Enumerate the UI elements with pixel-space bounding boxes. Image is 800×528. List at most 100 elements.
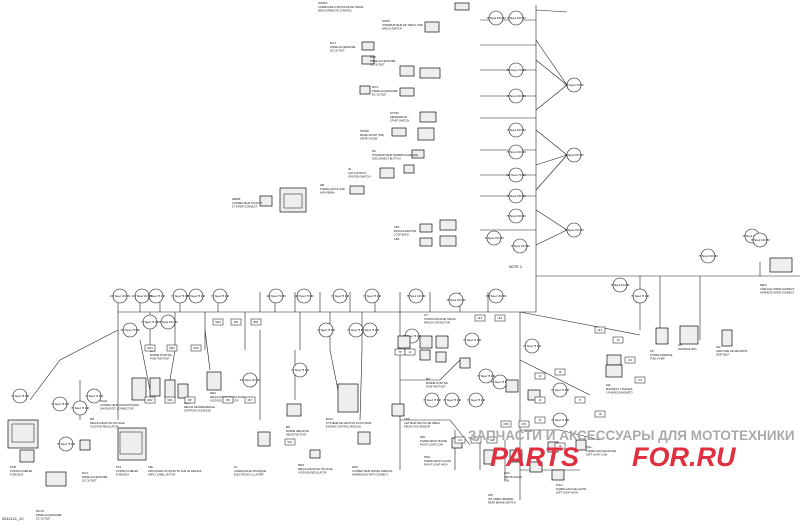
tape-marker: 75 Taped 200 MM <box>506 122 526 138</box>
tape-marker: 75 Taped 75 MM <box>171 288 189 304</box>
connector-glyph <box>361 41 375 51</box>
connector-glyph <box>359 85 371 95</box>
component-label-en: SEAT BELT <box>716 353 730 357</box>
component-code: PF1 <box>116 465 122 469</box>
tape-marker: 75 Taped 75 MM <box>147 288 165 304</box>
tape-marker: 75 Taped 75 MM <box>551 412 569 428</box>
node-box <box>594 326 606 334</box>
tape-label: 100 Taped 100 MM <box>132 295 152 298</box>
component-label-fr: INTERRUPTEUR DE TREUIL (SW) <box>382 23 423 27</box>
node-box <box>534 416 546 424</box>
connector-glyph <box>337 383 359 413</box>
node-marker: HL1 <box>594 326 606 334</box>
wire <box>400 419 471 446</box>
node-box <box>554 368 566 376</box>
tape-circle <box>566 77 582 93</box>
component-code: BS <box>426 377 430 381</box>
wire <box>535 154 568 166</box>
node-box <box>612 336 624 344</box>
component-label-en: HARNESS INTER CONNECT <box>760 291 795 295</box>
tape-circle <box>292 362 308 378</box>
component-code: DC3 <box>372 85 378 89</box>
component-label-en: RIGHT LIGHT LOW <box>420 443 444 447</box>
node-box <box>634 376 646 384</box>
node-box <box>500 420 512 428</box>
component-label-en: LOOP BACK <box>394 233 409 237</box>
node-marker: J9 <box>612 336 624 344</box>
node-marker: HL2 <box>494 314 506 322</box>
tape-label: 75 Taped 150 MM <box>742 235 761 238</box>
tape-label: 75 Taped 75 MM <box>523 345 541 348</box>
component-code: HB <box>320 183 324 187</box>
tape-label: 200 Taped 75 MM <box>506 69 525 72</box>
component-code: DIAG <box>100 399 108 403</box>
component-label-en: DC OUTLET <box>82 479 97 483</box>
component-code: RR <box>90 417 95 421</box>
connector-glyph <box>397 335 411 349</box>
component-label-en: HARNESS/ID WTR CONNECT <box>352 473 388 477</box>
tape-circle <box>318 322 334 338</box>
node-code: SW1 <box>147 346 153 350</box>
connector-glyph <box>399 65 415 77</box>
component-code: PGL <box>586 445 592 449</box>
node-marker: RR2 <box>144 396 156 404</box>
component-label-en: PEDAL POS SENSOR <box>404 425 430 429</box>
tape-label: 75 Taped 200 MM <box>506 17 525 20</box>
fuse-box-body <box>119 431 143 455</box>
component-label-fr: BORNE NÉGATIVE <box>286 428 309 433</box>
node-box <box>166 344 178 352</box>
component-label-fr: CONNECTEUR POUR ZT <box>232 201 263 205</box>
node-code: J12 <box>458 438 463 442</box>
tape-marker: 75 Taped 75 MM <box>317 322 335 338</box>
tape-circle <box>508 208 524 224</box>
component-label-en: 3 PHASES MAGNETO <box>606 391 632 395</box>
node-box <box>470 436 482 444</box>
component-label-en: WINCH REMOTE CONTROL <box>318 9 353 13</box>
tape-marker: 75 Taped 75 MM <box>291 362 309 378</box>
tape-label: 100 Taped 100 MM <box>110 295 130 298</box>
tape-label: 75 Taped 400 MM <box>610 284 629 287</box>
node-code: SOL <box>287 440 293 444</box>
component-label-en: STARTING SOLENOID <box>184 409 211 413</box>
tape-circle <box>552 382 568 398</box>
tape-marker: 75 Taped 150 MM <box>698 248 718 264</box>
node-box <box>474 314 486 322</box>
wire <box>400 359 461 381</box>
tape-circle <box>424 392 440 408</box>
component-code: SWW <box>382 19 390 23</box>
tape-label: 75 Taped 400 MM <box>750 239 769 242</box>
tape-marker: 75 Taped 200 MM <box>506 144 526 160</box>
component-code: LBL <box>148 465 154 469</box>
tape-label: 75 Taped 150 MM <box>506 195 525 198</box>
node-marker: SW2 <box>166 344 178 352</box>
component-code: RR3 <box>298 463 304 467</box>
component-code: FP <box>650 349 654 353</box>
tape-label: 75 Taped 75 MM <box>491 381 509 384</box>
tape-circle <box>566 147 582 163</box>
connector-glyph <box>164 379 176 399</box>
tape-circle <box>448 292 464 308</box>
component-label-fr: CLÉ CONTACT <box>348 170 367 175</box>
node-box <box>574 396 586 404</box>
node-code: J2 <box>539 374 542 378</box>
connector-glyph <box>439 235 457 247</box>
connector-glyph <box>721 329 733 347</box>
tape-label: 75 Taped 75 MM <box>147 295 165 298</box>
connector-glyph <box>435 351 447 363</box>
component-code: MES <box>760 283 767 287</box>
node-code: RR1 <box>253 320 259 324</box>
fuse-box-body <box>11 423 35 443</box>
tape-circle <box>172 288 188 304</box>
component-label-fr: DÉMARREUR <box>390 114 407 119</box>
tape-label: 75 Taped 100 MM <box>406 295 425 298</box>
